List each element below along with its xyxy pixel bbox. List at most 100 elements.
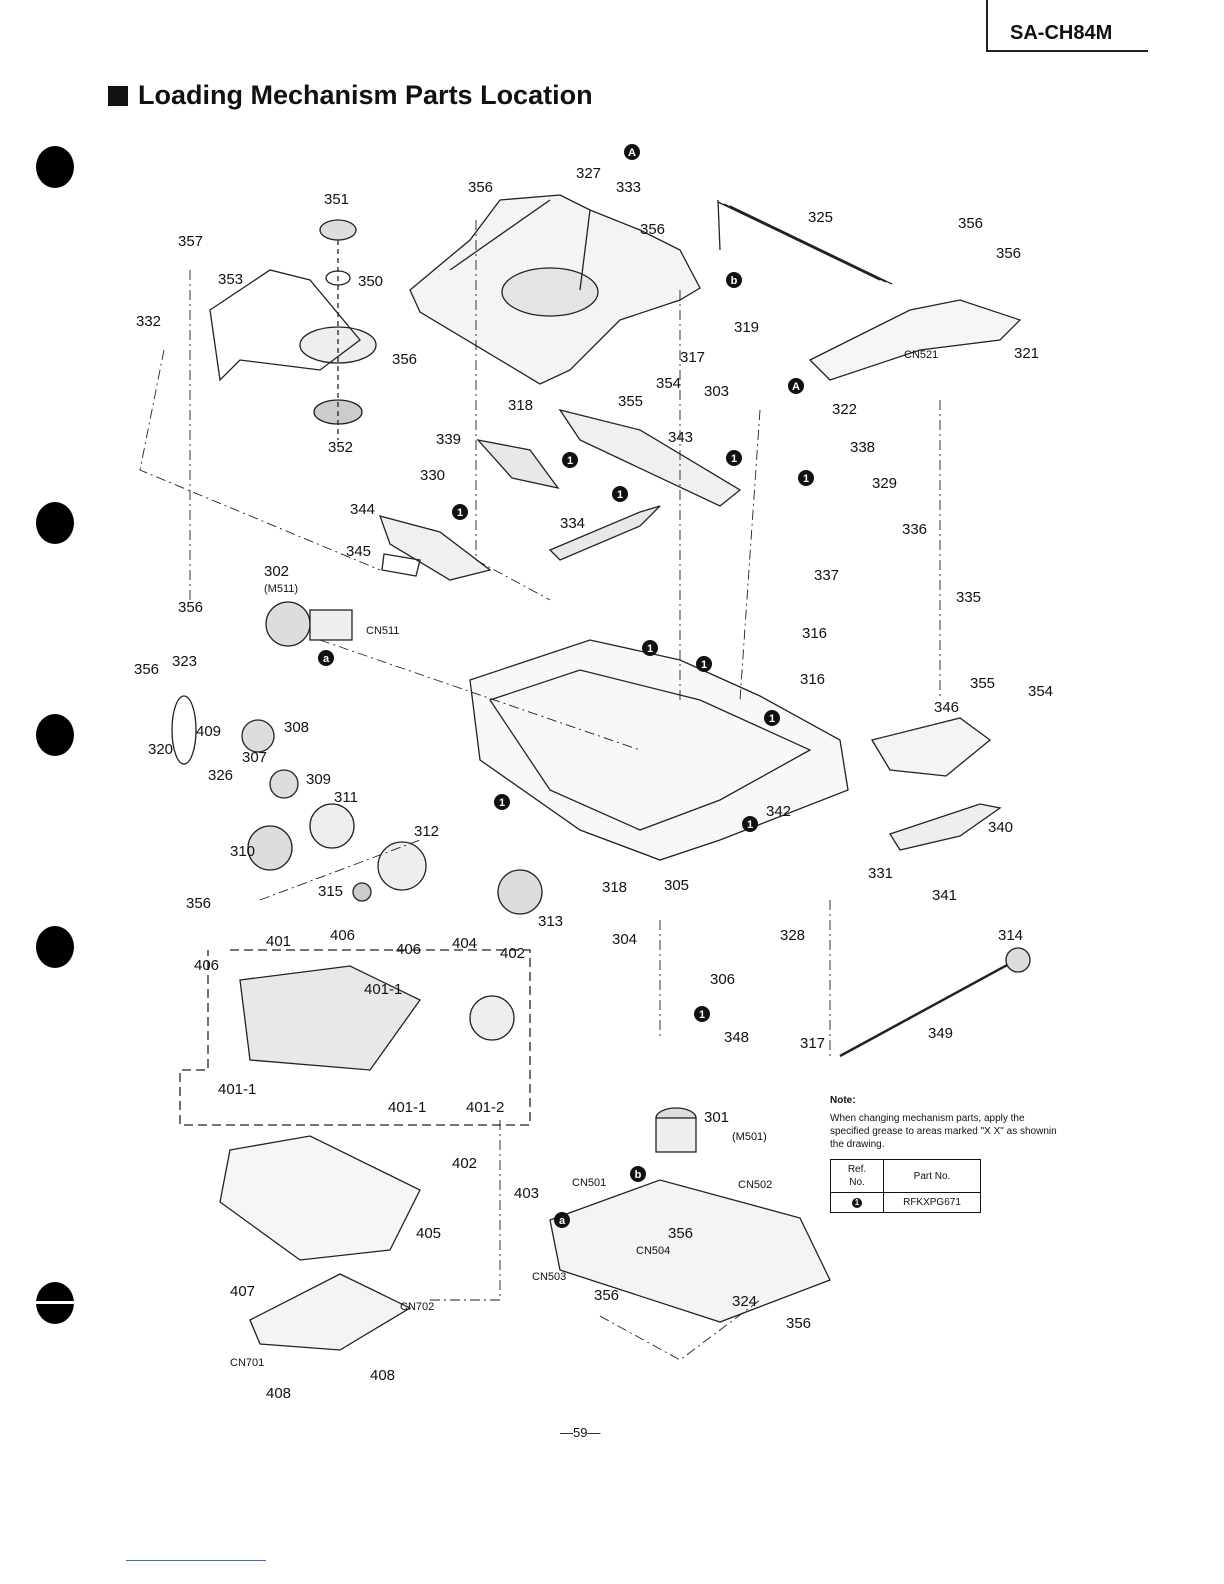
- marker-mb1-icon: [726, 272, 742, 288]
- callout-ccn501: CN501: [572, 1177, 606, 1189]
- grease-point-9-label: 1: [747, 819, 753, 831]
- callout-c405: 405: [416, 1225, 441, 1242]
- punch-hole-icon: [36, 502, 74, 544]
- punch-hole-icon: [36, 146, 74, 188]
- callout-c408a: 408: [370, 1367, 395, 1384]
- callout-c341: 341: [932, 887, 957, 904]
- callout-c328: 328: [780, 927, 805, 944]
- marker-mA2-label: A: [792, 381, 800, 393]
- callout-c316b: 316: [800, 671, 825, 688]
- callout-c311: 311: [334, 789, 358, 806]
- punch-hole-icon: [34, 1282, 76, 1324]
- callout-c321: 321: [1014, 345, 1039, 362]
- callout-ccn511: CN511: [366, 625, 399, 637]
- callout-ccn502: CN502: [738, 1179, 772, 1191]
- page-title-text: Loading Mechanism Parts Location: [138, 80, 593, 110]
- callout-c356k: 356: [786, 1315, 811, 1332]
- grease-point-8-label: 1: [499, 797, 505, 809]
- grease-point-2-icon: [798, 470, 814, 486]
- callout-c356b: 356: [640, 221, 665, 238]
- grease-point-1-label: 1: [731, 453, 737, 465]
- callout-c331: 331: [868, 865, 893, 882]
- table-row: 1 RFKXPG671: [830, 1192, 981, 1213]
- mechanism-drawing: [139, 194, 1031, 1361]
- callout-c356f: 356: [178, 599, 203, 616]
- title-bullet-icon: [108, 85, 128, 106]
- punch-hole-icon: [36, 926, 74, 968]
- callout-c326: 326: [208, 767, 233, 784]
- callout-c401-2: 401-2: [466, 1099, 504, 1116]
- grease-point-4-label: 1: [457, 507, 463, 519]
- grease-point-10-icon: [694, 1006, 710, 1022]
- callout-c340: 340: [988, 819, 1013, 836]
- grease-point-3-icon: [612, 486, 628, 502]
- callout-c356a: 356: [468, 179, 493, 196]
- callout-c309: 309: [306, 771, 331, 788]
- part-no-cell: RFKXPG671: [883, 1192, 981, 1213]
- callout-ccn503: CN503: [532, 1271, 566, 1283]
- grease-point-7-label: 1: [769, 713, 775, 725]
- callout-c327: 327: [576, 165, 601, 182]
- table-header-row: Ref. No. Part No.: [830, 1159, 981, 1193]
- callout-ccn702: CN702: [400, 1301, 434, 1313]
- grease-point-0-label: 1: [567, 455, 573, 467]
- callout-c302: 302: [264, 563, 289, 580]
- marker-mA1-label: A: [628, 147, 636, 159]
- callout-c337: 337: [814, 567, 839, 584]
- note-heading: Note:: [830, 1095, 856, 1106]
- callout-c304: 304: [612, 931, 637, 948]
- callout-c350: 350: [358, 273, 383, 290]
- ref-no-header: Ref. No.: [830, 1159, 884, 1193]
- callout-c317a: 317: [680, 349, 705, 366]
- callout-c312: 312: [414, 823, 439, 840]
- page-title: Loading Mechanism Parts Location: [108, 80, 593, 111]
- callout-c355a: 355: [618, 393, 643, 410]
- grease-point-1-icon: [726, 450, 742, 466]
- callout-c356j: 356: [594, 1287, 619, 1304]
- callout-c401: 401: [266, 933, 291, 950]
- callout-c402b: 402: [452, 1155, 477, 1172]
- callout-c320: 320: [148, 741, 173, 758]
- model-number: SA-CH84M: [1010, 22, 1113, 44]
- callout-c301: 301: [704, 1109, 729, 1126]
- grease-point-0-icon: [562, 452, 578, 468]
- footer-rule: [126, 1560, 266, 1561]
- callout-c334: 334: [560, 515, 585, 532]
- callout-ccn701: CN701: [230, 1357, 264, 1369]
- callout-c306: 306: [710, 971, 735, 988]
- callout-c332: 332: [136, 313, 161, 330]
- callout-ccn504: CN504: [636, 1245, 670, 1257]
- marker-ma2-label: a: [559, 1215, 566, 1227]
- callout-c356c: 356: [392, 351, 417, 368]
- marker-ma1-icon: [318, 650, 334, 666]
- callout-c406c: 406: [194, 957, 219, 974]
- callout-c330: 330: [420, 467, 445, 484]
- callout-c356i: 356: [668, 1225, 693, 1242]
- callout-c401-1b: 401-1: [218, 1081, 256, 1098]
- callout-c403: 403: [514, 1185, 539, 1202]
- model-box: [986, 0, 1148, 52]
- callout-c316a: 316: [802, 625, 827, 642]
- grease-point-8-icon: [494, 794, 510, 810]
- callout-c406a: 406: [330, 927, 355, 944]
- callout-c305: 305: [664, 877, 689, 894]
- callout-c313: 313: [538, 913, 563, 930]
- callout-c406b: 406: [396, 941, 421, 958]
- grease-note: Note: When changing mechanism parts, app…: [830, 1094, 1060, 1213]
- callout-c336: 336: [902, 521, 927, 538]
- callout-c353: 353: [218, 271, 243, 288]
- callout-c308: 308: [284, 719, 309, 736]
- marker-mb2-label: b: [635, 1169, 642, 1181]
- callout-c314: 314: [998, 927, 1023, 944]
- callout-c352: 352: [328, 439, 353, 456]
- callout-c344: 344: [350, 501, 375, 518]
- callout-c401-1a: 401-1: [364, 981, 402, 998]
- grease-point-3-label: 1: [617, 489, 623, 501]
- marker-ma1-label: a: [323, 653, 330, 665]
- grease-point-6-icon: [696, 656, 712, 672]
- callout-c348: 348: [724, 1029, 749, 1046]
- grease-point-9-icon: [742, 816, 758, 832]
- callout-ccn521: CN521: [904, 349, 938, 361]
- marker-mb2-icon: [630, 1166, 646, 1182]
